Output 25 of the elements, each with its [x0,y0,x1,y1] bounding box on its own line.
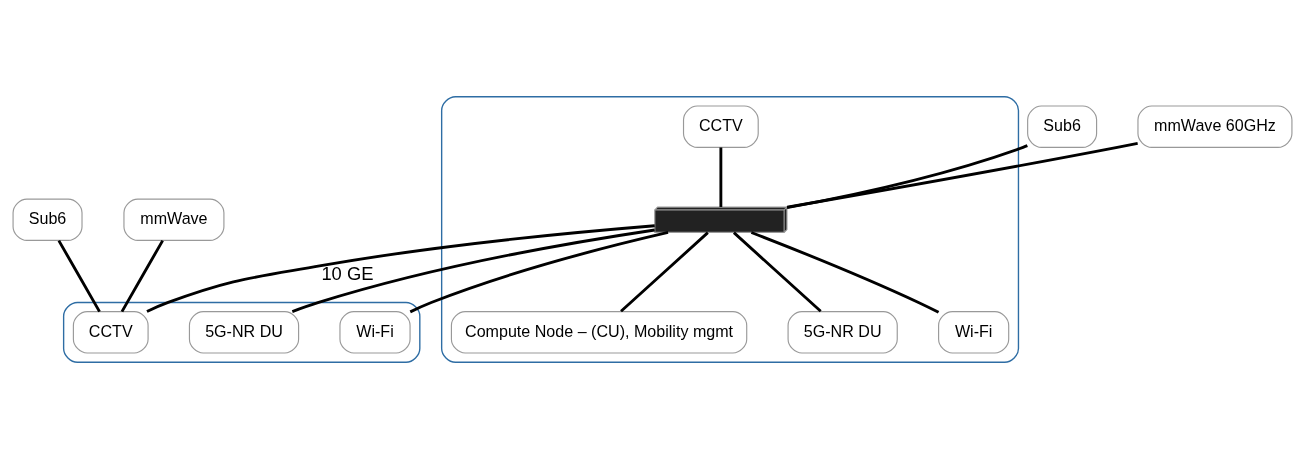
node-box: mmWave [123,197,225,241]
connector [620,231,709,312]
node-box: mmWave 60GHz [1137,104,1293,148]
node-box: Sub6 [1027,104,1098,148]
node-box: Sub6 [12,197,83,241]
edge-label: 10 GE [321,262,374,284]
connector [787,141,1138,209]
node-box: CCTV [682,104,759,148]
node-box: Wi-Fi [339,310,411,354]
connector [120,239,164,312]
connector [57,239,101,312]
cluster [440,95,1020,363]
connector [146,223,655,313]
connector [291,228,655,313]
connector [409,230,669,313]
connector [719,147,723,207]
connector [732,231,822,312]
cluster [62,301,421,363]
node-box: 5G-NR DU [787,310,898,354]
connector [750,230,940,314]
node-box: Wi-Fi [938,310,1010,354]
node-box: Compute Node – (CU), Mobility mgmt [450,310,748,354]
node-box: CCTV [72,310,149,354]
node-box: 5G-NR DU [188,310,300,354]
connector [786,143,1028,209]
